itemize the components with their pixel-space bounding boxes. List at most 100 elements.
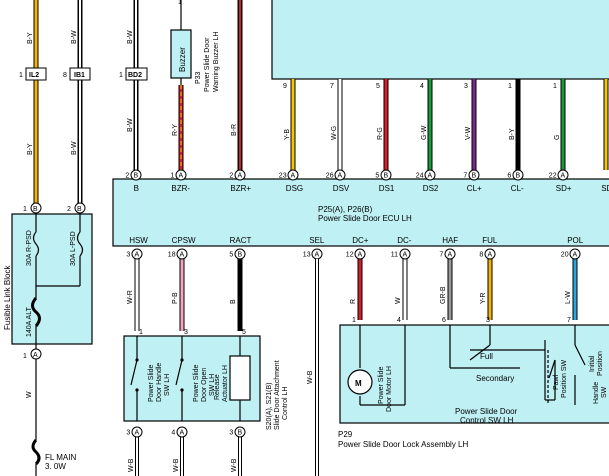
wire-label-ful: Y-R xyxy=(480,293,487,304)
buzzer-top-pin: 1 xyxy=(178,0,182,6)
ecu-pin-name-sel: SEL xyxy=(309,236,325,245)
fuse-pin-1: 1 B xyxy=(23,202,42,214)
lock-pin-7: 7 xyxy=(567,317,571,324)
ecu-pin-name-dsg: DSG xyxy=(286,184,303,193)
svg-text:A: A xyxy=(338,173,343,180)
attach-code: S20(A), S21(B) xyxy=(266,383,273,430)
sw1-l1: Power Slide xyxy=(148,365,155,402)
attach-top-pin-2: 3 xyxy=(184,329,188,336)
svg-text:20: 20 xyxy=(561,252,569,259)
ecu-top-pin-dsg: A23 xyxy=(279,169,299,181)
svg-text:B: B xyxy=(384,173,389,180)
lock-handle: Handle xyxy=(593,382,600,404)
svg-text:A: A xyxy=(448,252,453,259)
attach-wire-label: W-B xyxy=(128,458,135,472)
ecu-top-pin-group: B2BA1BZR-A2BZR+A23DSGA26DSVB5DS1A24DS2B7… xyxy=(125,169,609,193)
wire-label-bw-top: B-W xyxy=(71,30,78,44)
lock-pin-4: 4 xyxy=(397,317,401,324)
svg-text:Buzzer: Buzzer xyxy=(178,47,187,72)
svg-text:8: 8 xyxy=(479,252,483,259)
attach-top-pin-3: 5 xyxy=(242,329,246,336)
svg-text:A: A xyxy=(180,252,185,259)
ecu-top-pin-dsv: A26 xyxy=(326,169,346,181)
sw1-l2: Door Handle xyxy=(156,363,163,402)
svg-text:A: A xyxy=(238,173,243,180)
wire-label-cpsw: P-B xyxy=(172,292,179,304)
lock-full: Full xyxy=(480,352,493,361)
wire-label-by-mid: B-Y xyxy=(27,143,34,155)
lock-pawl2: Position SW xyxy=(561,359,568,398)
svg-text:A: A xyxy=(291,173,296,180)
svg-text:B: B xyxy=(77,206,82,213)
sw1-l3: SW LH xyxy=(164,374,171,396)
svg-text:13: 13 xyxy=(303,252,311,259)
fusible-title: Fusible Link Block xyxy=(3,265,12,330)
ecu-pin-name-sd+: SD+ xyxy=(556,184,572,193)
lock-control: Power Slide Door xyxy=(455,407,518,416)
wire-label-ds2: G-W xyxy=(421,125,428,140)
svg-text:A: A xyxy=(573,252,578,259)
svg-text:6: 6 xyxy=(507,173,511,180)
wire-label-dsg: Y-B xyxy=(284,129,291,140)
lock-code: P29 xyxy=(338,430,353,439)
svg-text:A: A xyxy=(33,352,38,359)
attach-wire-label: W-B xyxy=(173,458,180,472)
svg-text:B: B xyxy=(238,252,243,259)
buzzer-name2: Warning Buzzer LH xyxy=(213,32,220,92)
svg-text:7: 7 xyxy=(463,173,467,180)
ecu-pin-name-haf: HAF xyxy=(442,236,458,245)
svg-text:12: 12 xyxy=(346,252,354,259)
attach-bottom-pin-1: A4 xyxy=(171,426,188,438)
ecu-pin-name-dsv: DSV xyxy=(333,184,350,193)
sw2-l3: SW LH xyxy=(209,374,216,396)
svg-text:A: A xyxy=(561,173,566,180)
svg-text:B: B xyxy=(516,173,521,180)
svg-text:IB1: IB1 xyxy=(74,72,85,79)
ecu-bottom-pin-pol: A 20 xyxy=(561,248,581,260)
lock-initial: Initial xyxy=(589,355,596,372)
upper-pin-label: 4 xyxy=(420,83,424,90)
wire-label-dc-: W xyxy=(395,297,402,304)
ecu-top-pin-bzr+: A2 xyxy=(229,169,246,181)
svg-text:A: A xyxy=(135,430,140,437)
act-l1: Release xyxy=(214,374,221,400)
ecu-bottom-pin-hsw: A3 xyxy=(126,248,143,260)
svg-text:2: 2 xyxy=(229,173,233,180)
fuse-pin-bottom: 1 A xyxy=(23,348,42,360)
fl-main-size: 3. 0W xyxy=(45,462,66,471)
ecu-top-pin-sd+: A22 xyxy=(549,169,569,181)
ecu-bottom-pin-ful: A8 xyxy=(479,248,496,260)
buzzer-name: Power Slide Door xyxy=(204,37,211,92)
svg-text:11: 11 xyxy=(391,252,398,259)
sw2-l1: Power Slide xyxy=(193,365,200,402)
svg-text:5: 5 xyxy=(229,252,233,259)
svg-text:3: 3 xyxy=(126,430,130,437)
attach-top-pin-1: 1 xyxy=(139,329,143,336)
upper-pin-label: 7 xyxy=(330,83,334,90)
svg-text:A: A xyxy=(358,252,363,259)
wire-label-ds1: R-G xyxy=(377,127,384,140)
svg-text:4: 4 xyxy=(171,430,175,437)
ecu-box xyxy=(112,178,609,247)
ecu-pin-name-sd: SD xyxy=(601,184,609,193)
wire-label-cl+: V-W xyxy=(465,126,472,140)
lock-pin-3: 3 xyxy=(486,317,490,324)
ecu-pin-name-ds2: DS2 xyxy=(423,184,439,193)
ecu-pin-name-bzr-: BZR- xyxy=(171,184,190,193)
wire-label-w: W xyxy=(26,391,33,398)
fuse-label-alt: 140A ALT xyxy=(26,306,33,337)
fl-main-label: FL MAIN xyxy=(45,453,76,462)
fl-main-fuse xyxy=(31,439,41,466)
ecu-pin-name-hsw: HSW xyxy=(129,236,148,245)
wire-label-dsv: W-G xyxy=(331,126,338,140)
lock-pin-1: 1 xyxy=(352,317,356,324)
svg-text:5: 5 xyxy=(375,173,379,180)
ecu-pin-name-cl+: CL+ xyxy=(467,184,482,193)
attach-internals xyxy=(130,336,251,421)
svg-text:3: 3 xyxy=(126,252,130,259)
attach-name2: Control LH xyxy=(282,387,289,420)
ecu-bottom-pin-ract: B5 xyxy=(229,248,246,260)
svg-text:3: 3 xyxy=(229,430,233,437)
